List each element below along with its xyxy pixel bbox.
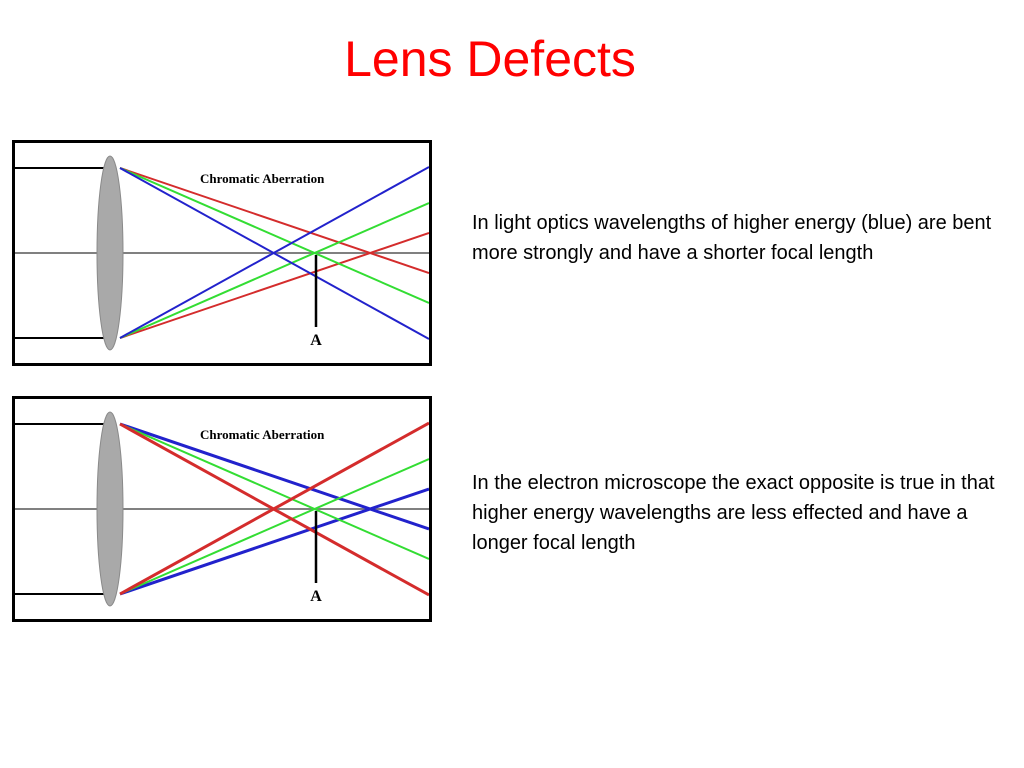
- focal-point-label: A: [310, 332, 322, 349]
- green-ray-top: [119, 423, 429, 560]
- focal-point-label: A: [310, 588, 322, 605]
- blue-ray-top: [119, 422, 429, 531]
- red-ray-bottom: [119, 232, 429, 339]
- blue-ray-bottom: [119, 166, 429, 339]
- chromatic-aberration-diagram-light-optics: A Chromatic Aberration: [12, 140, 432, 366]
- red-ray-top: [119, 167, 429, 274]
- diagram-1-svg: A Chromatic Aberration: [15, 155, 429, 351]
- blue-ray-bottom: [119, 487, 429, 596]
- chromatic-aberration-diagram-electron-microscope: A Chromatic Aberration: [12, 396, 432, 622]
- red-ray-bottom: [119, 421, 429, 596]
- diagram-2-svg: A Chromatic Aberration: [15, 411, 429, 607]
- diagram-heading: Chromatic Aberration: [200, 171, 325, 186]
- green-ray-bottom: [119, 202, 429, 339]
- convex-lens: [96, 411, 124, 607]
- green-ray-bottom: [119, 458, 429, 595]
- slide-title: Lens Defects: [344, 31, 636, 87]
- green-ray-top: [119, 167, 429, 304]
- convex-lens: [96, 155, 124, 351]
- light-optics-description: In light optics wavelengths of higher en…: [472, 212, 992, 264]
- electron-microscope-description: In the electron microscope the exact opp…: [472, 472, 995, 554]
- diagram-heading: Chromatic Aberration: [200, 427, 325, 442]
